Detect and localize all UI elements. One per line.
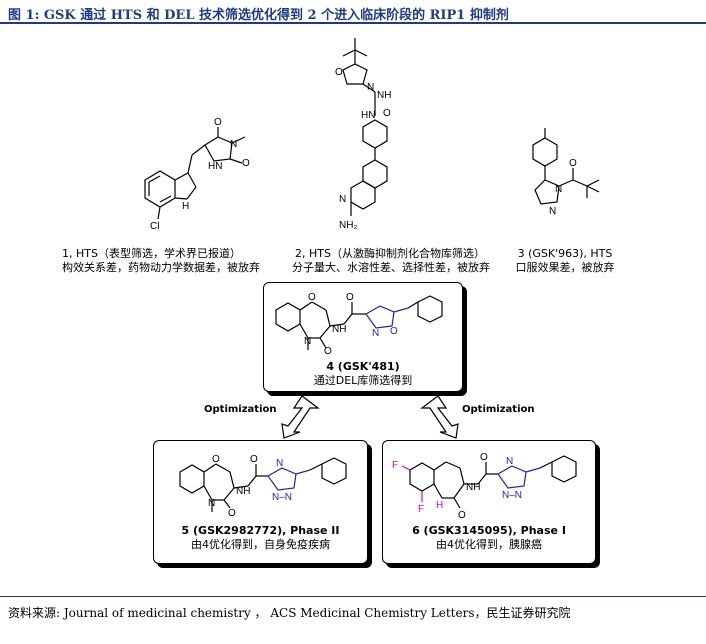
compound-5-note: 由4优化得到，自身免疫疾病 bbox=[191, 538, 330, 551]
atom-F: F bbox=[392, 460, 398, 471]
compound-6-note: 由4优化得到，胰腺癌 bbox=[436, 538, 542, 551]
compound-5-name: 5 (GSK2982772), Phase II bbox=[181, 524, 340, 537]
compound-3-note: 口服效果差，被放弃 bbox=[515, 261, 615, 274]
atom-N: N bbox=[230, 139, 237, 150]
optimization-label-left: Optimization bbox=[204, 404, 277, 415]
atom-HN: HN bbox=[361, 110, 375, 121]
atom-HN: HN bbox=[208, 161, 222, 172]
source-line: 资料来源: Journal of medicinal chemistry ， A… bbox=[8, 606, 571, 620]
compound-6-box bbox=[382, 440, 596, 564]
compound-4-caption: 4 (GSK'481) 通过DEL库筛选得到 bbox=[263, 360, 463, 388]
compound-2-name: 2, HTS（从激酶抑制剂化合物库筛选） bbox=[295, 247, 485, 260]
atom-O: O bbox=[308, 292, 316, 303]
atom-O: O bbox=[569, 158, 577, 169]
atom-O: O bbox=[390, 326, 398, 337]
figure-title: 图 1: GSK 通过 HTS 和 DEL 技术筛选优化得到 2 个进入临床阶段… bbox=[8, 8, 509, 23]
atom-N: N bbox=[339, 194, 346, 205]
optimization-label-right: Optimization bbox=[462, 404, 535, 415]
compound-6-caption: 6 (GSK3145095), Phase I 由4优化得到，胰腺癌 bbox=[382, 524, 596, 552]
optimization-arrow-left bbox=[281, 395, 320, 439]
atom-NH: NH bbox=[236, 486, 250, 497]
atom-N: N bbox=[549, 206, 556, 217]
atom-NH: H bbox=[182, 201, 189, 212]
compound-3-structure: N N O bbox=[532, 128, 600, 217]
compound-4-box bbox=[263, 282, 463, 392]
compound-2-structure: O N NH O HN N NH₂ bbox=[335, 38, 391, 231]
compound-5-structure: O O NH N O N N–N bbox=[179, 454, 347, 519]
atom-NH: NH bbox=[377, 90, 391, 101]
atom-N: N bbox=[304, 336, 311, 347]
atom-N: N bbox=[506, 456, 513, 467]
compound-1-name: 1, HTS（表型筛选，学术界已报道） bbox=[62, 247, 241, 260]
atom-O: O bbox=[346, 292, 354, 303]
atom-O: O bbox=[480, 452, 488, 463]
optimization-arrow-right bbox=[420, 395, 459, 439]
compound-4-note: 通过DEL库筛选得到 bbox=[313, 374, 413, 387]
compound-2-caption: 2, HTS（从激酶抑制剂化合物库筛选） 分子量大、水溶性差、选择性差，被放弃 bbox=[292, 247, 490, 275]
compound-6-structure: F F H O NH O N N–N bbox=[392, 452, 577, 521]
atom-NH: NH bbox=[332, 324, 346, 335]
compound-6-name: 6 (GSK3145095), Phase I bbox=[412, 524, 566, 537]
atom-N: N bbox=[208, 498, 215, 509]
atom-O: O bbox=[335, 67, 343, 78]
title-rule bbox=[0, 22, 706, 24]
atom-N: N bbox=[367, 82, 374, 93]
atom-O: O bbox=[214, 117, 222, 128]
atom-N: N bbox=[372, 328, 379, 339]
atom-Cl: Cl bbox=[150, 221, 159, 232]
atom-O: O bbox=[324, 346, 332, 357]
atom-O: O bbox=[383, 108, 391, 119]
atom-F: F bbox=[418, 504, 424, 515]
atom-O: O bbox=[228, 508, 236, 519]
atom-N: N–N bbox=[272, 492, 292, 503]
compound-3-caption: 3 (GSK'963), HTS 口服效果差，被放弃 bbox=[505, 247, 625, 275]
compound-2-note: 分子量大、水溶性差、选择性差，被放弃 bbox=[292, 261, 490, 274]
atom-NH2: NH₂ bbox=[339, 220, 357, 231]
atom-N: N bbox=[555, 184, 562, 195]
atom-O: O bbox=[458, 510, 466, 521]
source-rule bbox=[0, 596, 706, 597]
compound-4-structure: O O NH N O N O bbox=[275, 292, 443, 357]
compound-1-caption: 1, HTS（表型筛选，学术界已报道） 构效关系差，药物动力学数据差，被放弃 bbox=[62, 247, 260, 275]
compound-3-name: 3 (GSK'963), HTS bbox=[517, 247, 613, 260]
compound-5-box bbox=[153, 440, 368, 564]
atom-O: O bbox=[250, 454, 258, 465]
atom-O: O bbox=[212, 454, 220, 465]
atom-N: N bbox=[276, 458, 283, 469]
atom-N: N–N bbox=[502, 490, 522, 501]
compound-1-note: 构效关系差，药物动力学数据差，被放弃 bbox=[62, 261, 260, 274]
compound-4-name: 4 (GSK'481) bbox=[326, 360, 400, 373]
compound-5-caption: 5 (GSK2982772), Phase II 由4优化得到，自身免疫疾病 bbox=[153, 524, 368, 552]
compound-1-structure: O O N HN H Cl bbox=[144, 117, 250, 232]
atom-H: H bbox=[436, 500, 443, 511]
atom-NH: NH bbox=[466, 482, 480, 493]
atom-O: O bbox=[242, 158, 250, 169]
